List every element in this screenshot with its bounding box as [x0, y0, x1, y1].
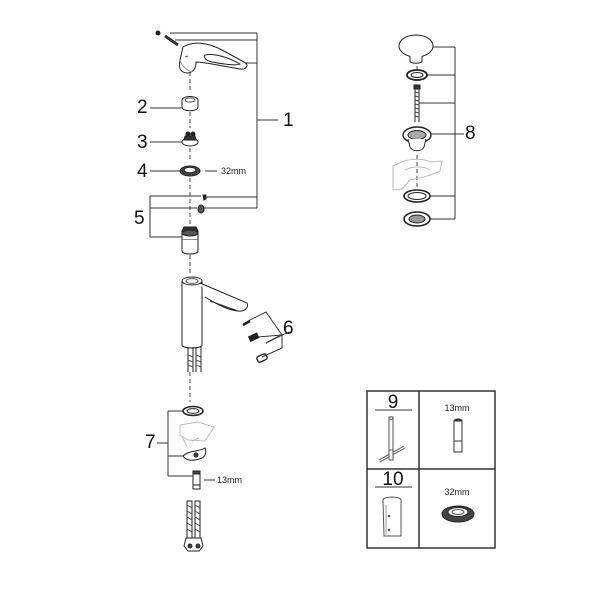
countertop-ghost-icon	[179, 421, 215, 448]
lever-handle-icon	[178, 42, 248, 74]
callout-5: 5	[134, 208, 145, 229]
waste-flange-icon	[402, 126, 432, 152]
tool-size-32mm: 32mm	[444, 487, 470, 497]
popup-plug-icon	[398, 34, 434, 64]
nut-ring-icon	[441, 505, 475, 523]
t-handle-wrench-icon	[378, 416, 406, 463]
tool-size-13mm: 13mm	[444, 403, 470, 413]
adapter-icon	[181, 131, 199, 147]
callout-1: 1	[283, 110, 294, 131]
connection-hoses-icon	[183, 500, 204, 552]
plug-ring-icon	[406, 69, 428, 81]
size-32mm: 32mm	[221, 166, 247, 176]
basin-ghost-icon	[392, 158, 443, 191]
callout-6: 6	[283, 318, 294, 339]
callout-7: 7	[145, 432, 156, 453]
screw-insert-icon	[197, 204, 205, 214]
flex-hoses-icon	[187, 347, 202, 372]
callout-4: 4	[137, 161, 148, 182]
fixing-bolt-13mm-icon	[192, 470, 201, 490]
tools-table-frame	[366, 390, 496, 549]
flange-washer-icon	[403, 189, 431, 203]
tool-number-10: 10	[382, 469, 404, 490]
callout-lines-left	[149, 32, 291, 481]
aerator-seal-icon	[242, 319, 251, 327]
socket-tube-icon	[453, 418, 463, 453]
tool-number-9: 9	[387, 392, 399, 413]
cartridge-icon	[181, 226, 199, 255]
nut-32mm-icon	[179, 165, 201, 177]
horseshoe-washer-icon	[182, 447, 207, 461]
strainer-nut-icon	[403, 211, 431, 227]
callout-lines-right	[419, 46, 464, 220]
washer-ring-icon	[182, 405, 204, 417]
aerator-housing-icon	[256, 353, 268, 363]
callout-3: 3	[137, 132, 148, 153]
size-13mm: 13mm	[217, 475, 243, 485]
cap-icon	[181, 96, 199, 112]
aerator-insert-icon	[247, 332, 260, 343]
faucet-body-icon	[181, 276, 248, 349]
grub-screw-icon	[155, 30, 179, 47]
tools-table-underlines	[375, 409, 412, 488]
threaded-rod-icon	[413, 84, 421, 122]
callout-8: 8	[465, 123, 476, 144]
cartridge-sleeve-icon	[382, 496, 402, 537]
callout-2: 2	[137, 97, 148, 118]
